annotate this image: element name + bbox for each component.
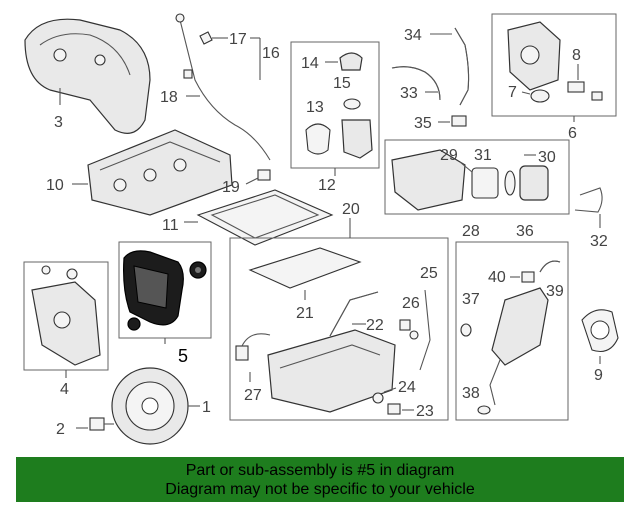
part-40-fitting[interactable] <box>521 271 535 283</box>
callout-31: 31 <box>474 147 492 164</box>
part-38-clip[interactable] <box>477 405 491 415</box>
callout-16: 16 <box>262 45 280 62</box>
part-34-pcv-hose[interactable] <box>454 27 470 106</box>
banner-line-1: Part or sub-assembly is #5 in diagram <box>185 462 455 479</box>
part-30-filter-cap[interactable] <box>519 165 549 201</box>
callout-2: 2 <box>56 421 65 438</box>
callout-11: 11 <box>162 217 179 234</box>
callout-12: 12 <box>318 177 336 194</box>
callout-33: 33 <box>400 85 418 102</box>
callout-19: 19 <box>222 179 240 196</box>
callout-6: 6 <box>568 125 577 142</box>
part-37-seal[interactable] <box>460 323 472 337</box>
part-14-cap[interactable] <box>339 52 363 71</box>
callout-30: 30 <box>538 149 556 166</box>
callout-4: 4 <box>60 381 69 398</box>
part-1-crank-pulley[interactable] <box>111 367 189 445</box>
group-box-6 <box>491 13 617 117</box>
callout-14: 14 <box>301 55 319 72</box>
callout-35: 35 <box>414 115 432 132</box>
parts-diagram: 3 17 16 18 14 15 13 12 34 33 <box>23 13 619 445</box>
part-36-separator[interactable] <box>489 287 549 406</box>
callout-34: 34 <box>404 27 422 44</box>
callout-38: 38 <box>462 385 480 402</box>
callout-20: 20 <box>342 201 360 218</box>
group-box-36 <box>455 241 569 421</box>
callout-23: 23 <box>416 403 434 420</box>
part-28-oil-cooler[interactable] <box>391 149 466 211</box>
callout-13: 13 <box>306 99 324 116</box>
callout-37: 37 <box>462 291 480 308</box>
callout-32: 32 <box>590 233 608 250</box>
callout-8: 8 <box>572 47 581 64</box>
part-13-gasket[interactable] <box>305 123 331 155</box>
part-9-seal-ring[interactable] <box>581 309 619 353</box>
part-24-washer[interactable] <box>372 392 384 404</box>
part-18-dipstick[interactable] <box>175 13 271 161</box>
callout-22: 22 <box>366 317 384 334</box>
part-10-cylinder-head[interactable] <box>87 129 233 216</box>
part-33-hose[interactable] <box>391 66 441 101</box>
callout-28: 28 <box>462 223 480 240</box>
callout-17: 17 <box>229 31 247 48</box>
part-13-housing[interactable] <box>341 119 373 159</box>
callout-21: 21 <box>296 305 314 322</box>
callout-27: 27 <box>244 387 262 404</box>
info-banner: Part or sub-assembly is #5 in diagram Di… <box>16 457 624 502</box>
callout-1: 1 <box>202 399 211 416</box>
part-11-oil-pan-gasket[interactable] <box>196 189 334 246</box>
part-35-sensor[interactable] <box>451 115 467 127</box>
part-21-baffle[interactable] <box>248 247 362 289</box>
part-22-pickup-tube[interactable] <box>329 291 379 337</box>
part-31-o-ring[interactable] <box>504 170 516 196</box>
part-15-seal[interactable] <box>343 98 361 110</box>
part-2-bolt[interactable] <box>89 417 114 431</box>
callout-39: 39 <box>546 283 564 300</box>
banner-line-2: Diagram may not be specific to your vehi… <box>165 481 475 498</box>
part-27-sensor[interactable] <box>235 333 271 361</box>
part-26-bolt[interactable] <box>399 319 419 340</box>
part-8-fitting[interactable] <box>567 81 603 101</box>
part-39-hose[interactable] <box>539 260 561 273</box>
part-7-cap[interactable] <box>530 89 550 103</box>
callout-26: 26 <box>402 295 420 312</box>
part-19-bracket[interactable] <box>257 169 271 181</box>
callout-29: 29 <box>440 147 458 164</box>
callout-10: 10 <box>46 177 64 194</box>
callout-40: 40 <box>488 269 506 286</box>
group-box-20 <box>229 237 449 421</box>
part-3-timing-cover[interactable] <box>24 18 151 134</box>
part-oil-pan[interactable] <box>267 329 396 413</box>
callout-3: 3 <box>54 114 63 131</box>
callout-15: 15 <box>333 75 351 92</box>
part-32-bracket[interactable] <box>574 187 603 213</box>
part-5-highlighted-cover[interactable] <box>123 250 207 331</box>
group-box-28 <box>384 139 570 215</box>
part-25-tube[interactable] <box>419 289 431 371</box>
callout-7: 7 <box>508 84 517 101</box>
callout-5: 5 <box>178 346 188 366</box>
callout-24: 24 <box>398 379 416 396</box>
part-29-filter-element[interactable] <box>471 167 499 199</box>
part-17-dipstick-clip[interactable] <box>199 31 213 45</box>
callout-36: 36 <box>516 223 534 240</box>
part-23-drain-plug[interactable] <box>387 403 401 415</box>
callout-9: 9 <box>594 367 603 384</box>
callout-18: 18 <box>160 89 178 106</box>
part-4-engine-mount[interactable] <box>31 265 101 366</box>
callout-25: 25 <box>420 265 438 282</box>
part-6-housing[interactable] <box>507 21 561 91</box>
